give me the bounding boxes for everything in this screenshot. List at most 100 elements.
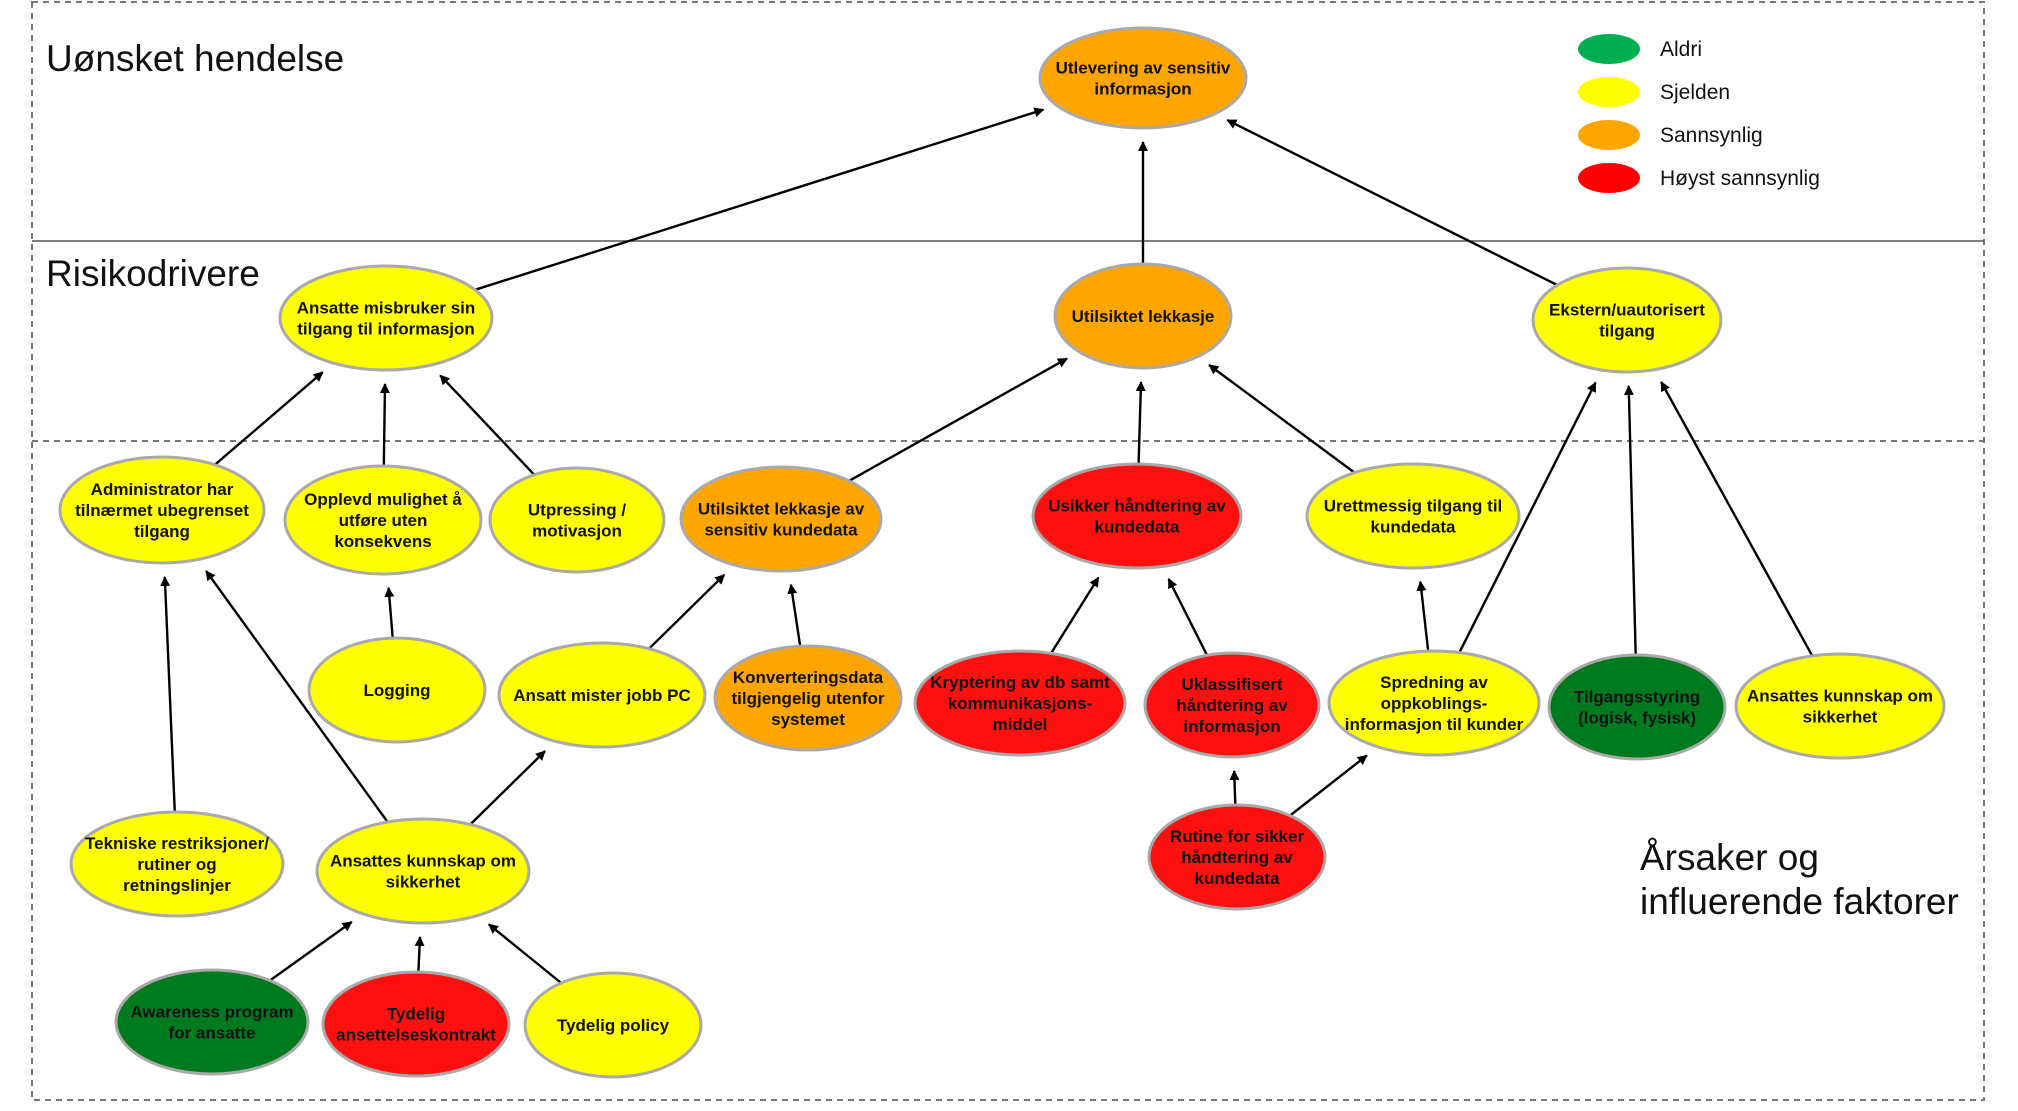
node-ellipse-konvertering [713, 644, 903, 752]
node-label-spredning-line-1: oppkoblings- [1381, 694, 1488, 713]
node-ellipse-spredning [1327, 649, 1541, 757]
node-label-misbruker-line-1: tilgang til informasjon [297, 320, 475, 339]
diagram-frame [31, 1, 1985, 1101]
node-tilgangsstyring: Tilgangsstyring (logisk, fysisk) [1547, 653, 1727, 761]
node-label-kryptering-line-0: Kryptering av db samt [930, 673, 1110, 692]
edge-rutine-to-uklassifisert [1229, 770, 1240, 806]
node-label-tekniske-line-2: retningslinjer [123, 876, 231, 895]
edges-layer [160, 107, 1814, 984]
node-label-konvertering-line-1: tilgjengelig utenfor [732, 689, 885, 708]
node-label-ekstern-line-0: Ekstern/uautorisert [1549, 301, 1705, 320]
node-label-awareness-line-0: Awareness program [130, 1003, 293, 1022]
legend-label-hoyst: Høyst sannsynlig [1660, 167, 1820, 190]
node-label-lekkasje_kunde-line-1: sensitiv kundedata [704, 521, 858, 540]
edge-ekstern-to-utlevering [1226, 119, 1558, 287]
edge-mister_pc-to-lekkasje_kunde [648, 573, 726, 650]
node-opplevd: Opplevd mulighet å utføre uten konsekvens [283, 464, 483, 576]
edge-rutine-to-spredning [1289, 754, 1368, 817]
node-label-opplevd-line-0: Opplevd mulighet å [304, 490, 462, 509]
node-label-urettmessig-line-1: kundedata [1370, 518, 1456, 537]
node-label-usikker-line-0: Usikker håndtering av [1048, 497, 1226, 516]
node-label-mister_pc-line-0: Ansatt mister jobb PC [513, 686, 691, 705]
node-label-uklassifisert-line-1: håndtering av [1176, 696, 1288, 715]
node-label-kontrakt-line-1: ansettelseskontrakt [336, 1026, 496, 1045]
node-ellipse-urettmessig [1305, 462, 1521, 570]
edge-misbruker-to-utlevering [474, 107, 1045, 291]
node-label-tekniske-line-1: rutiner og [137, 855, 216, 874]
node-mister_pc: Ansatt mister jobb PC [497, 641, 707, 749]
node-label-opplevd-line-1: utføre uten [339, 511, 428, 530]
node-label-tekniske-line-0: Tekniske restriksjoner/ [85, 834, 269, 853]
node-label-lekkasje_kunde-line-0: Utilsiktet lekkasje av [698, 500, 865, 519]
node-label-admin-line-1: tilnærmet ubegrenset [75, 501, 249, 520]
edge-kunnskap_right-to-ekstern [1660, 381, 1814, 657]
node-label-lekkasje-line-0: Utilsiktet lekkasje [1072, 307, 1215, 326]
edge-spredning-to-ekstern [1458, 381, 1597, 654]
node-kontrakt: Tydelig ansettelseskontrakt [321, 970, 511, 1078]
node-label-tilgangsstyring-line-0: Tilgangsstyring [1574, 688, 1700, 707]
edge-usikker-to-lekkasje [1135, 381, 1146, 465]
node-ellipse-usikker [1031, 462, 1243, 570]
node-ellipse-lekkasje_kunde [679, 465, 883, 573]
edge-lekkasje_kunde-to-lekkasje [848, 357, 1068, 482]
node-rutine: Rutine for sikker håndtering av kundedata [1147, 803, 1327, 911]
legend-swatch-sjelden [1578, 77, 1640, 107]
legend-swatch-sannsynlig [1578, 120, 1640, 150]
node-label-kryptering-line-1: kommunikasjons- [948, 694, 1093, 713]
node-label-rutine-line-1: håndtering av [1181, 848, 1293, 867]
section-title-risk-drivers: Risikodrivere [46, 253, 260, 294]
node-label-spredning-line-0: Spredning av [1380, 673, 1488, 692]
nodes-layer: Utlevering av sensitivinformasjonAnsatte… [58, 26, 1946, 1079]
edge-konvertering-to-lekkasje_kunde [787, 583, 802, 647]
legend-item-aldri: Aldri [1578, 34, 1702, 64]
legend-swatch-aldri [1578, 34, 1640, 64]
node-logging: Logging [307, 636, 487, 744]
node-label-rutine-line-2: kundedata [1194, 869, 1280, 888]
legend-item-sannsynlig: Sannsynlig [1578, 120, 1763, 150]
node-label-utlevering-line-0: Utlevering av sensitiv [1056, 59, 1231, 78]
node-ellipse-admin [58, 455, 266, 565]
node-ellipse-logging [307, 636, 487, 744]
legend-item-hoyst: Høyst sannsynlig [1578, 163, 1820, 193]
node-ekstern: Ekstern/uautorisert tilgang [1531, 266, 1723, 374]
node-label-kontrakt-line-0: Tydelig [387, 1005, 445, 1024]
node-label-kunnskap-line-1: sikkerhet [386, 873, 461, 892]
node-label-konvertering-line-0: Konverteringsdata [733, 668, 884, 687]
edge-urettmessig-to-lekkasje [1208, 364, 1356, 474]
node-ellipse-utpressing [488, 466, 666, 574]
node-utpressing: Utpressing /motivasjon [488, 466, 666, 574]
edge-awareness-to-kunnskap [269, 921, 353, 982]
node-kryptering: Kryptering av db samtkommunikasjons-midd… [913, 649, 1127, 757]
node-label-utpressing-line-0: Utpressing / [528, 501, 627, 520]
edge-utpressing-to-misbruker [439, 374, 536, 476]
node-label-rutine-line-0: Rutine for sikker [1170, 827, 1305, 846]
edge-kunnskap-to-mister_pc [469, 750, 546, 826]
node-label-admin-line-2: tilgang [134, 522, 190, 541]
node-ellipse-ekstern [1531, 266, 1723, 374]
legend-item-sjelden: Sjelden [1578, 77, 1730, 107]
node-label-tilgangsstyring-line-1: (logisk, fysisk) [1578, 709, 1696, 728]
node-label-utlevering-line-1: informasjon [1094, 80, 1191, 99]
node-ellipse-tekniske [69, 810, 285, 918]
node-spredning: Spredning av oppkoblings-informasjon til … [1327, 649, 1541, 757]
edge-opplevd-to-misbruker [379, 383, 390, 467]
node-ellipse-opplevd [283, 464, 483, 576]
node-label-ekstern-line-1: tilgang [1599, 322, 1655, 341]
section-title-undesired-event: Uønsket hendelse [46, 38, 345, 79]
node-label-spredning-line-2: informasjon til kunder [1345, 715, 1524, 734]
node-label-uklassifisert-line-0: Uklassifisert [1181, 675, 1282, 694]
node-ellipse-policy [523, 971, 703, 1079]
section-title-causes: Årsaker og influerende faktorer [1640, 837, 1959, 922]
node-label-opplevd-line-2: konsekvens [334, 532, 431, 551]
node-label-kunnskap_right-line-1: sikkerhet [1803, 708, 1878, 727]
node-ellipse-awareness [114, 968, 310, 1076]
edge-policy-to-kunnskap [488, 923, 562, 984]
node-ellipse-utlevering [1038, 26, 1248, 130]
node-label-usikker-line-1: kundedata [1094, 518, 1180, 537]
